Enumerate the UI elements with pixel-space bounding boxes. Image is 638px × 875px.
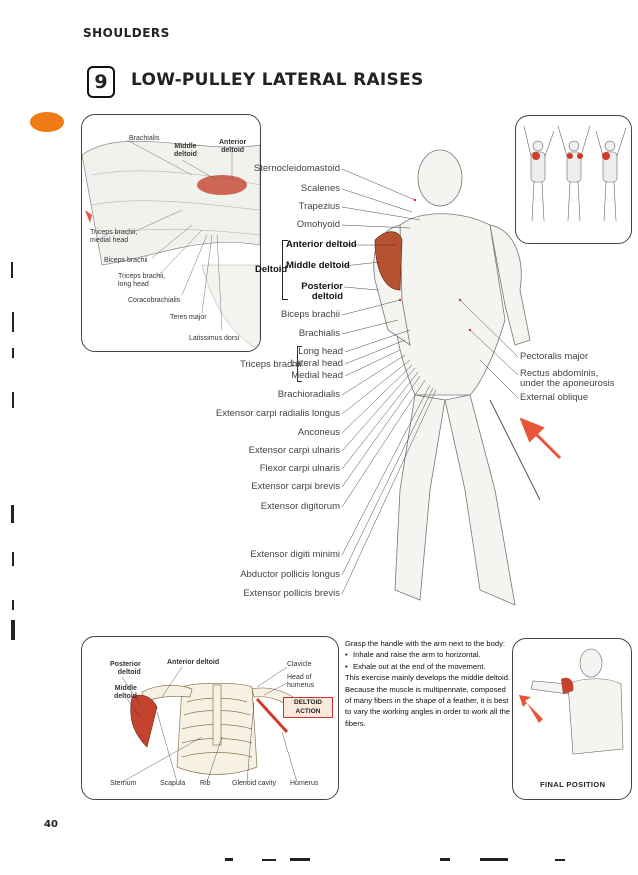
exercise-number: 9 [87, 66, 115, 98]
label-pectoralis-major: Pectoralis major [520, 351, 589, 362]
triceps-bracket [297, 346, 302, 382]
label-ecr-longus: Extensor carpi radialis longus [215, 408, 340, 419]
label-sternum: Sternum [110, 780, 137, 787]
binding-mark [11, 262, 13, 278]
label-triceps-brachii: Triceps brachii [240, 359, 302, 370]
label-triceps-long: Triceps brachii, long head [118, 273, 166, 289]
scan-mark [555, 859, 565, 861]
label-trapezius: Trapezius [298, 201, 340, 212]
binding-mark [11, 620, 15, 640]
inset-three-poses [515, 115, 632, 244]
label-bottom-posterior-deltoid: Posterior deltoid [110, 661, 141, 677]
binding-mark [11, 505, 14, 523]
label-scalenes: Scalenes [300, 183, 340, 194]
label-glenoid: Glenoid cavity [232, 780, 276, 787]
label-fc-ulnaris: Flexor carpi ulnaris [259, 463, 340, 474]
three-poses-illustration [523, 125, 627, 222]
inset-skeleton-shoulder: Posterior deltoid Anterior deltoid Middl… [81, 636, 339, 800]
label-anterior-deltoid: Anterior deltoid [219, 139, 247, 155]
deltoid-bracket [282, 240, 288, 300]
exercise-description: Grasp the handle with the arm next to th… [345, 638, 513, 729]
label-head-humerus: Head of humerus [287, 674, 315, 690]
final-position-caption: FINAL POSITION [540, 780, 606, 789]
label-external-oblique: External oblique [520, 392, 589, 403]
label-abd-pollicis-longus: Abductor pollicis longus [240, 569, 340, 580]
scan-mark [290, 858, 310, 861]
description-step: Inhale and raise the arm to horizontal. [345, 649, 513, 661]
label-ec-ulnaris: Extensor carpi ulnaris [248, 445, 340, 456]
deltoid-action-badge: DELTOID ACTION [283, 697, 333, 718]
binding-mark [12, 348, 14, 358]
exercise-title: LOW-PULLEY LATERAL RAISES [131, 70, 424, 90]
orange-tab-marker [30, 112, 64, 132]
label-triceps-medial: Triceps brachii, medial head [90, 229, 138, 245]
label-brachioradialis: Brachioradialis [277, 389, 340, 400]
label-bottom-anterior-deltoid: Anterior deltoid [167, 659, 220, 666]
label-ext-pollicis-brevis: Extensor pollicis brevis [243, 588, 340, 599]
label-biceps: Biceps brachii [104, 257, 148, 264]
label-middle-deltoid: Middle deltoid [286, 260, 350, 271]
label-long-head: Long head [298, 346, 343, 357]
label-brachialis: Brachialis [298, 328, 340, 339]
arm-anatomy-illustration [82, 139, 260, 351]
label-clavicle: Clavicle [287, 661, 312, 668]
scan-mark [440, 858, 450, 861]
movement-arrow-icon [520, 418, 562, 460]
label-deltoid: Deltoid [255, 264, 288, 275]
description-steps: Inhale and raise the arm to horizontal. … [345, 649, 513, 672]
inset-final-position [512, 638, 632, 800]
label-coracobrachialis: Coracobrachialis [128, 297, 181, 304]
inset-arm-anatomy: Brachialis Middle deltoid Anterior delto… [81, 114, 261, 352]
main-figure-illustration [373, 149, 540, 606]
description-step: Exhale out at the end of the movement. [345, 661, 513, 673]
scan-mark [225, 858, 233, 861]
binding-mark [12, 600, 14, 610]
label-omohyoid: Omohyoid [296, 219, 340, 230]
final-position-illustration [519, 648, 624, 755]
label-scapula: Scapula [160, 780, 186, 787]
label-lateral-head: Lateral head [290, 358, 343, 369]
scan-mark [480, 858, 508, 861]
label-teres-major: Teres major [170, 314, 207, 321]
binding-mark [12, 552, 14, 566]
label-humerus: Humerus [290, 780, 319, 787]
label-posterior-deltoid: Posterior deltoid [301, 281, 343, 302]
page-number: 40 [44, 819, 58, 830]
scan-mark [262, 859, 276, 861]
label-ecr-brevis: Extensor carpi brevis [251, 481, 340, 492]
label-biceps-brachii: Biceps brachii [280, 309, 340, 320]
section-heading: SHOULDERS [83, 26, 170, 40]
label-latissimus: Latissimus dorsi [189, 335, 240, 342]
binding-mark [12, 392, 14, 408]
label-ext-digitorum: Extensor digitorum [260, 501, 340, 512]
label-medial-head: Medial head [291, 370, 343, 381]
label-anterior-deltoid: Anterior deltoid [286, 239, 357, 250]
description-intro: Grasp the handle with the arm next to th… [345, 639, 505, 648]
label-brachialis: Brachialis [129, 135, 160, 142]
label-bottom-middle-deltoid: Middle deltoid [114, 685, 137, 701]
binding-mark [12, 312, 14, 332]
label-rectus-abdominis: Rectus abdominis, under the aponeurosis [520, 368, 615, 389]
label-rib: Rib [200, 780, 211, 787]
label-sternocleidomastoid: Sternocleidomastoid [253, 163, 340, 174]
label-ext-digiti-minimi: Extensor digiti minimi [250, 549, 340, 560]
description-body: This exercise mainly develops the middle… [345, 673, 511, 728]
label-anconeus: Anconeus [297, 427, 340, 438]
label-middle-deltoid: Middle deltoid [174, 143, 197, 159]
